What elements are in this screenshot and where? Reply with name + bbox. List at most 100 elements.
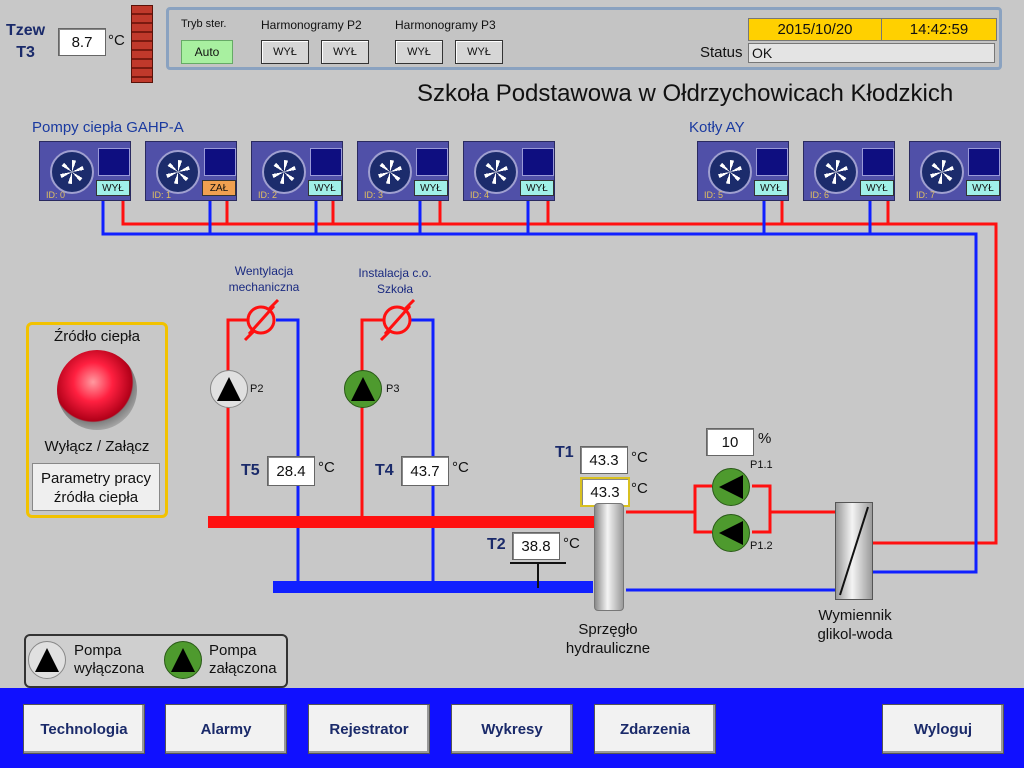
t2-value: 38.8 (512, 532, 560, 560)
tzew-label: Tzew T3 (6, 22, 46, 61)
page-title: Szkoła Podstawowa w Ołdrzychowicach Kłod… (417, 80, 954, 107)
fan-icon (920, 150, 964, 194)
t1b-unit: °C (631, 480, 648, 497)
pump-p11-icon[interactable] (712, 468, 750, 506)
unit-state-badge: ZAŁ (202, 180, 236, 196)
harm-p3-label: Harmonogramy P3 (395, 18, 496, 32)
fan-icon (708, 150, 752, 194)
nav-wyloguj-button[interactable]: Wyloguj (882, 704, 1004, 754)
t4-label: T4 (375, 462, 394, 479)
t1-unit: °C (631, 449, 648, 466)
unit-id-label: ID: 7 (916, 190, 936, 200)
fan-icon (50, 150, 94, 194)
unit-panel (862, 148, 894, 176)
status-label: Status (700, 44, 743, 61)
t4-value: 43.7 (401, 456, 449, 486)
unit-id-label: ID: 1 (152, 190, 172, 200)
heat-source-panel (26, 322, 168, 518)
harm-p2-label: Harmonogramy P2 (261, 18, 362, 32)
pump-p2-icon[interactable] (210, 370, 248, 408)
t1-label: T1 (555, 444, 574, 461)
unit-panel (416, 148, 448, 176)
t2-unit: °C (563, 535, 580, 552)
t1-value: 43.3 (580, 446, 628, 474)
pump-p12-label: P1.2 (750, 540, 773, 552)
fan-icon (368, 150, 412, 194)
piping-diagram (101, 200, 998, 593)
unit-panel (522, 148, 554, 176)
t2-label: T2 (487, 536, 506, 553)
unit-state-badge: WYŁ (966, 180, 1000, 196)
time-display: 14:42:59 (881, 18, 997, 41)
fan-icon (156, 150, 200, 194)
gahp-group-label: Pompy ciepła GAHP-A (32, 119, 184, 136)
heat-source-title: Źródło ciepła (54, 328, 140, 345)
fan-icon (814, 150, 858, 194)
heat-source-params-button[interactable]: Parametry pracy źródła ciepła (32, 463, 160, 511)
t1b-value: 43.3 (580, 477, 630, 507)
pump-legend (24, 634, 288, 688)
fan-icon (474, 150, 518, 194)
pump-p3-label: P3 (386, 383, 400, 395)
t5-label: T5 (241, 462, 260, 479)
heat-exchanger-icon (835, 502, 873, 600)
unit-state-badge: WYŁ (414, 180, 448, 196)
unit-state-badge: WYŁ (754, 180, 788, 196)
params-line-2: źródła ciepła (53, 489, 139, 506)
brick-wall-icon (131, 5, 153, 83)
heat-unit-3[interactable]: WYŁ ID: 3 (357, 141, 449, 201)
heat-unit-7[interactable]: WYŁ ID: 7 (909, 141, 1001, 201)
unit-id-label: ID: 3 (364, 190, 384, 200)
pump-p2-label: P2 (250, 383, 264, 395)
t4-unit: °C (452, 459, 469, 476)
unit-state-badge: WYŁ (860, 180, 894, 196)
unit-state-badge: WYŁ (96, 180, 130, 196)
nav-wykresy-button[interactable]: Wykresy (451, 704, 573, 754)
params-line-1: Parametry pracy (40, 470, 152, 487)
nav-technologia-button[interactable]: Technologia (23, 704, 145, 754)
unit-id-label: ID: 4 (470, 190, 490, 200)
unit-id-label: ID: 5 (704, 190, 724, 200)
pump-p11-label: P1.1 (750, 459, 773, 471)
fan-icon (262, 150, 306, 194)
unit-panel (968, 148, 1000, 176)
pump-p12-icon[interactable] (712, 514, 750, 552)
harm-p3-button-2[interactable]: WYŁ (455, 40, 503, 64)
unit-panel (204, 148, 236, 176)
heat-source-toggle-button[interactable] (57, 350, 137, 430)
status-value: OK (748, 43, 995, 63)
instalacja-label: Instalacja c.o.Szkoła (358, 266, 432, 296)
nav-zdarzenia-button[interactable]: Zdarzenia (594, 704, 716, 754)
date-display: 2015/10/20 (748, 18, 882, 41)
heat-unit-1[interactable]: ZAŁ ID: 1 (145, 141, 237, 201)
pump-speed-value[interactable]: 10 (706, 428, 754, 456)
pump-on-legend-icon (164, 641, 202, 679)
harm-p2-button-1[interactable]: WYŁ (261, 40, 309, 64)
valve-icon (243, 298, 416, 342)
unit-panel (756, 148, 788, 176)
unit-id-label: ID: 2 (258, 190, 278, 200)
unit-panel (98, 148, 130, 176)
unit-panel (310, 148, 342, 176)
harm-p2-button-2[interactable]: WYŁ (321, 40, 369, 64)
nav-alarmy-button[interactable]: Alarmy (165, 704, 287, 754)
pump-off-legend-icon (28, 641, 66, 679)
kotly-group-label: Kotły AY (689, 119, 745, 136)
t5-unit: °C (318, 459, 335, 476)
heat-unit-5[interactable]: WYŁ ID: 5 (697, 141, 789, 201)
tryb-auto-button[interactable]: Auto (181, 40, 233, 64)
pump-p3-icon[interactable] (344, 370, 382, 408)
pump-speed-unit: % (758, 430, 772, 447)
tzew-value: 8.7 (58, 28, 106, 56)
nav-rejestrator-button[interactable]: Rejestrator (308, 704, 430, 754)
harm-p3-button-1[interactable]: WYŁ (395, 40, 443, 64)
